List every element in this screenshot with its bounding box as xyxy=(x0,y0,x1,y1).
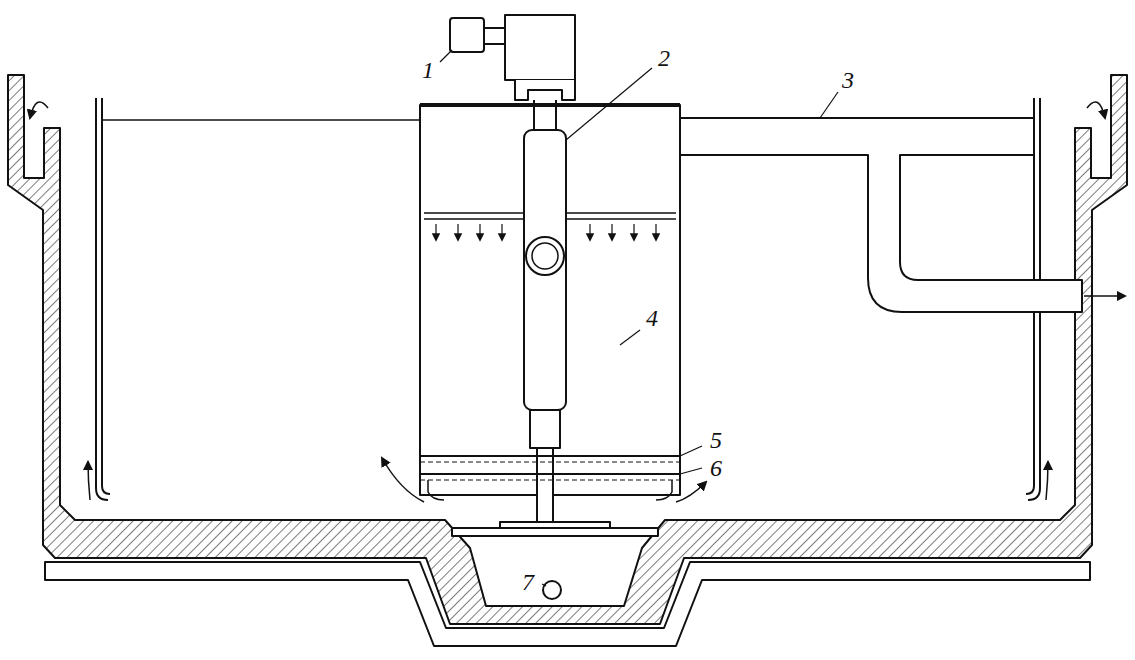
flow-arrow xyxy=(1087,102,1105,118)
callout-number: 3 xyxy=(839,67,857,93)
filter-plates xyxy=(420,456,680,480)
flow-arrow xyxy=(30,102,48,118)
collecting-pipe xyxy=(680,118,1082,312)
flow-arrow xyxy=(382,458,424,502)
flow-arrow xyxy=(676,482,706,502)
callout-number: 2 xyxy=(655,45,673,71)
weir-plate xyxy=(96,98,110,500)
callout-number: 7 xyxy=(519,569,537,595)
coupling xyxy=(530,410,560,448)
flow-arrow xyxy=(88,462,90,500)
tank-wall xyxy=(8,75,1127,624)
ball xyxy=(543,581,561,599)
water-level xyxy=(102,119,420,121)
gear-box xyxy=(450,18,484,52)
callout-number: 6 xyxy=(707,455,725,481)
callout-number: 4 xyxy=(643,305,661,331)
hollow-shaft xyxy=(524,130,566,410)
turntable xyxy=(452,522,658,536)
outlet-arrow xyxy=(1084,295,1125,297)
skirt xyxy=(428,480,672,500)
callout-number: 1 xyxy=(419,57,437,83)
flow-arrow xyxy=(1046,462,1048,500)
central-cylinder xyxy=(420,105,680,495)
hub xyxy=(526,237,564,275)
base-plate xyxy=(45,562,1090,646)
drive-shaft xyxy=(537,448,553,523)
bearing-bracket xyxy=(515,80,575,100)
leader-line xyxy=(440,50,838,586)
motor xyxy=(505,15,575,80)
callout-number: 5 xyxy=(707,427,725,453)
